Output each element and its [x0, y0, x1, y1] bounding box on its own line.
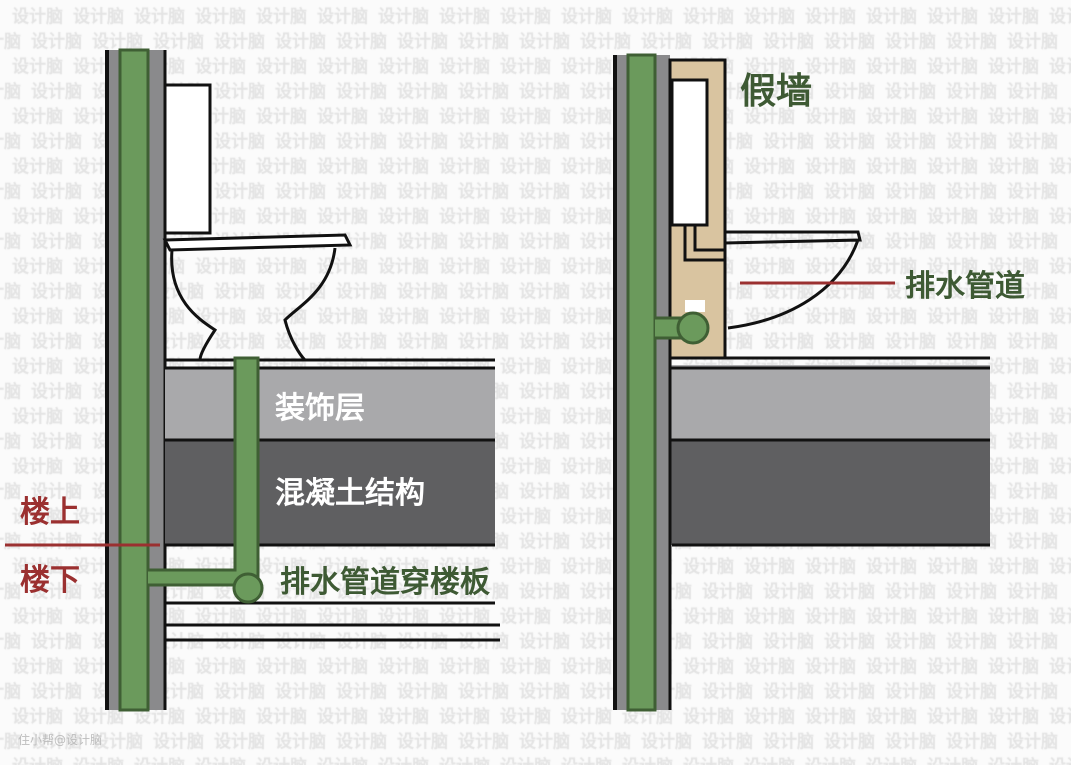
label-downstairs: 楼下: [20, 563, 80, 598]
label-false-wall: 假墙: [740, 71, 812, 112]
label-pipe-through-slab: 排水管道穿楼板: [280, 565, 490, 600]
concrete-slab: [165, 440, 495, 545]
branch-pipe-right: [655, 316, 682, 340]
flush-pipe: [683, 225, 725, 262]
decor-layer-right: [670, 365, 990, 440]
decor-layer: [165, 368, 495, 440]
left-diagram: 装饰层 混凝土结构 楼上 楼下 排水管道穿楼板: [5, 48, 500, 712]
label-decor-layer: 装饰层: [275, 391, 365, 426]
access-opening: [685, 300, 705, 312]
label-drain-pipe: 排水管道: [905, 269, 1025, 304]
toilet-bowl-right: [724, 230, 862, 330]
right-diagram: 假墙 排水管道: [613, 53, 1025, 712]
credit-watermark: 住小帮@设计脑: [18, 733, 102, 747]
pipe-elbow: [232, 572, 264, 604]
pipe-elbow-right: [676, 311, 710, 345]
cistern: [670, 78, 709, 227]
toilet-left: [162, 83, 353, 362]
label-concrete: 混凝土结构: [275, 476, 425, 511]
riser-pipe: [118, 48, 150, 712]
label-upstairs: 楼上: [20, 495, 80, 530]
concrete-slab-right: [670, 440, 990, 545]
floor-lines-right: [668, 60, 990, 710]
floor-lines: [165, 358, 500, 642]
riser-pipe-right: [626, 53, 657, 712]
